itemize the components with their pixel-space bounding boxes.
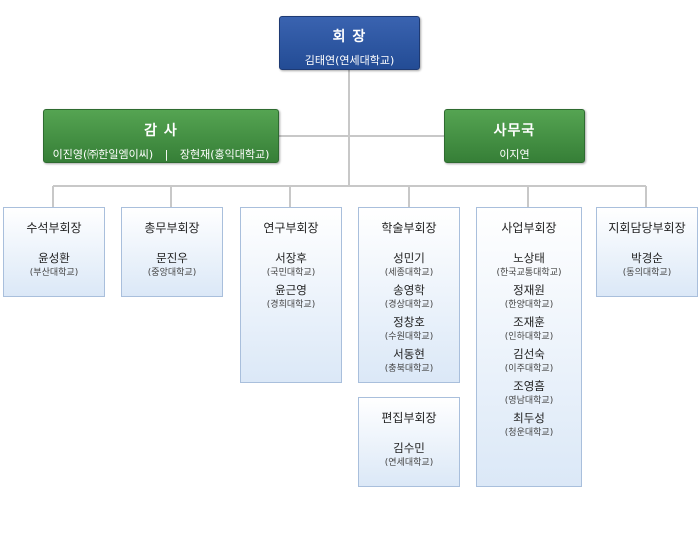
member-name: 조영흠 <box>513 379 545 393</box>
dept-title: 지회담당부회장 <box>608 221 686 235</box>
member-affiliation: (경상대학교) <box>384 300 434 310</box>
auditor-names: 이진영(㈜한일엠이씨) | 장현재(홍익대학교) <box>44 146 278 162</box>
president-box: 회 장 김태연(연세대학교) <box>279 16 420 70</box>
secretariat-box: 사무국 이지연 <box>444 109 585 163</box>
member-name: 윤성환 <box>38 251 70 265</box>
member-affiliation: (영남대학교) <box>504 396 554 406</box>
dept-title: 수석부회장 <box>26 221 82 235</box>
member-name: 정재원 <box>513 283 545 297</box>
member-affiliation: (한양대학교) <box>504 300 554 310</box>
dept-general: 총무부회장 문진우 (중앙대학교) <box>121 207 223 297</box>
member-affiliation: (이주대학교) <box>504 364 554 374</box>
member-name: 송영학 <box>393 283 425 297</box>
president-title: 회 장 <box>332 29 367 45</box>
member-name: 윤근영 <box>275 283 307 297</box>
dept-title: 편집부회장 <box>381 411 437 425</box>
member-name: 최두성 <box>513 411 545 425</box>
dept-title: 학술부회장 <box>381 221 437 235</box>
member-affiliation: (경희대학교) <box>266 300 316 310</box>
dept-title: 사업부회장 <box>501 221 557 235</box>
member-affiliation: (부산대학교) <box>29 268 79 278</box>
secretariat-title: 사무국 <box>493 123 536 139</box>
member-affiliation: (인하대학교) <box>504 332 554 342</box>
dept-regional: 지회담당부회장 박경순 (동의대학교) <box>596 207 698 297</box>
member-affiliation: (청운대학교) <box>504 428 554 438</box>
auditor-name-2: 장현재(홍익대학교) <box>179 148 270 161</box>
auditor-name-1: 이진영(㈜한일엠이씨) <box>52 148 154 161</box>
dept-business: 사업부회장 노상태 (한국교통대학교) 정재원 (한양대학교) 조재훈 (인하대… <box>476 207 582 487</box>
dept-research: 연구부회장 서장후 (국민대학교) 윤근영 (경희대학교) <box>240 207 342 383</box>
member-name: 성민기 <box>393 251 425 265</box>
dept-title: 연구부회장 <box>263 221 319 235</box>
dept-senior: 수석부회장 윤성환 (부산대학교) <box>3 207 105 297</box>
member-affiliation: (연세대학교) <box>384 458 434 468</box>
member-name: 서동현 <box>393 347 425 361</box>
member-name: 박경순 <box>631 251 663 265</box>
member-affiliation: (동의대학교) <box>622 268 672 278</box>
member-name: 김수민 <box>393 441 425 455</box>
president-name: 김태연(연세대학교) <box>304 54 395 67</box>
member-affiliation: (충북대학교) <box>384 364 434 374</box>
member-name: 노상태 <box>513 251 545 265</box>
secretariat-name: 이지연 <box>499 148 530 161</box>
member-affiliation: (한국교통대학교) <box>496 268 562 278</box>
member-affiliation: (국민대학교) <box>266 268 316 278</box>
member-affiliation: (세종대학교) <box>384 268 434 278</box>
dept-academic: 학술부회장 성민기 (세종대학교) 송영학 (경상대학교) 정창호 (수원대학교… <box>358 207 460 383</box>
member-name: 문진우 <box>156 251 188 265</box>
member-affiliation: (중앙대학교) <box>147 268 197 278</box>
auditor-box: 감 사 이진영(㈜한일엠이씨) | 장현재(홍익대학교) <box>43 109 279 163</box>
auditor-title: 감 사 <box>144 123 178 139</box>
member-name: 정창호 <box>393 315 425 329</box>
dept-editorial: 편집부회장 김수민 (연세대학교) <box>358 397 460 487</box>
member-affiliation: (수원대학교) <box>384 332 434 342</box>
member-name: 김선숙 <box>513 347 545 361</box>
dept-title: 총무부회장 <box>144 221 200 235</box>
member-name: 조재훈 <box>513 315 545 329</box>
member-name: 서장후 <box>275 251 307 265</box>
auditor-separator: | <box>164 148 169 161</box>
